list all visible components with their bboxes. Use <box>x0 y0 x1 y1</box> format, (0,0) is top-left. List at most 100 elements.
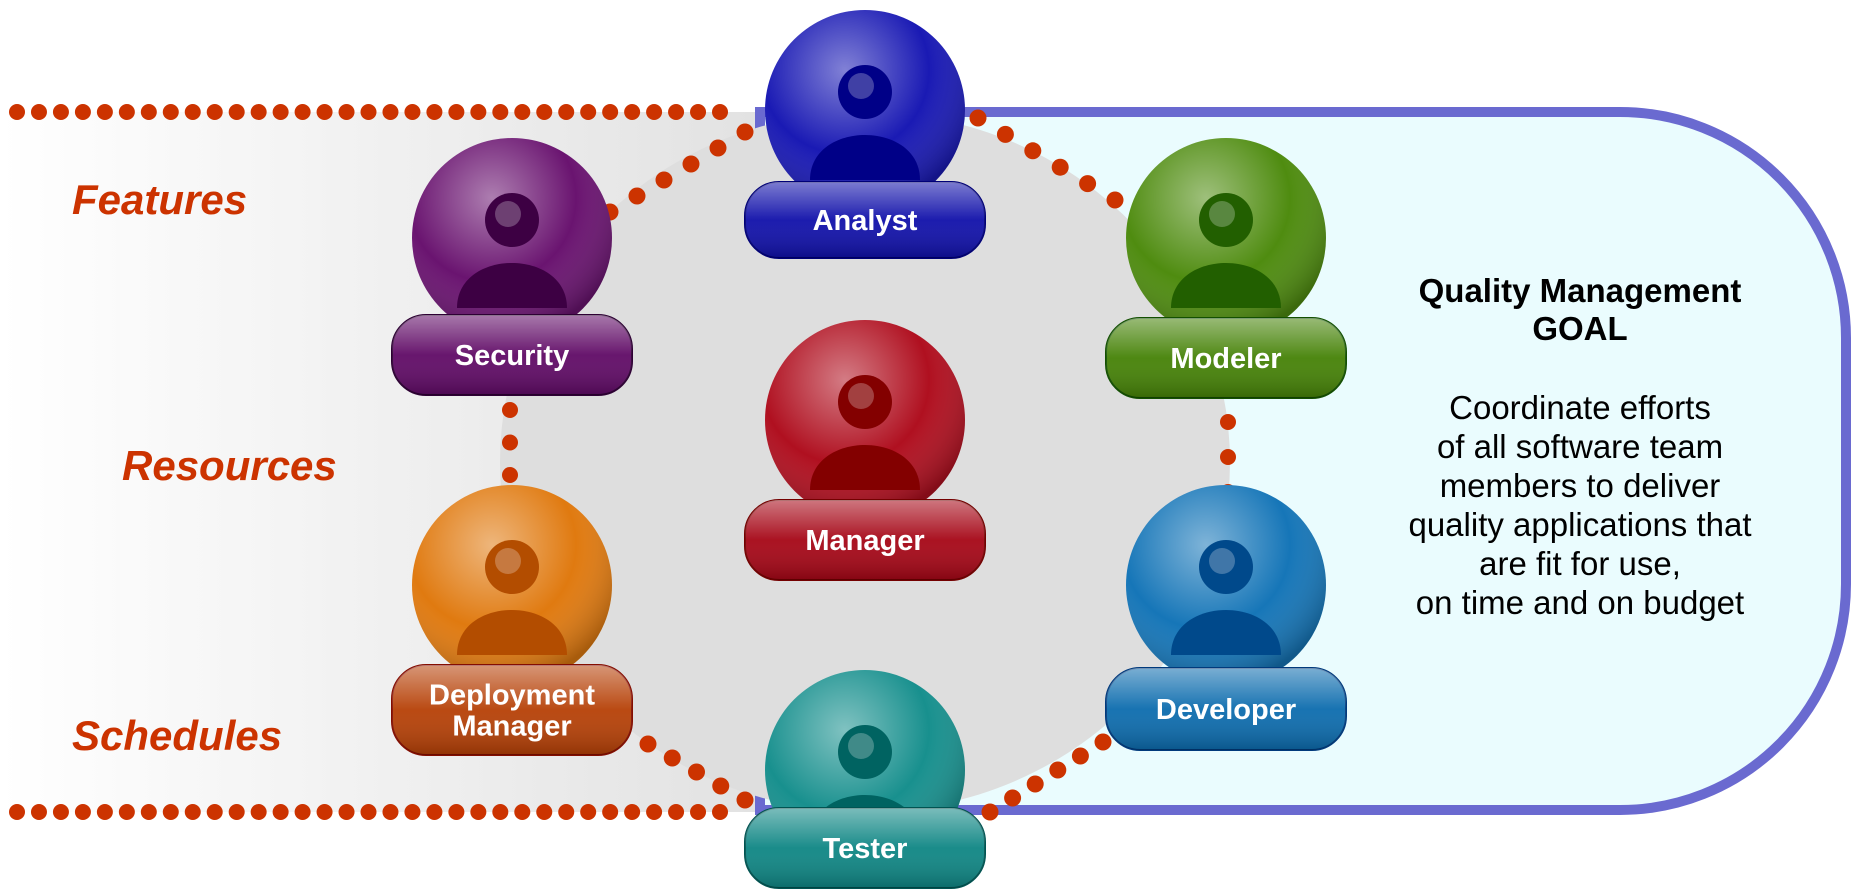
connector-dot <box>981 803 999 821</box>
schedules-label: Schedules <box>72 712 283 759</box>
connector-dot <box>492 104 509 120</box>
connector-dot <box>404 104 421 120</box>
role-label-analyst: Analyst <box>813 205 918 237</box>
connector-dot <box>688 763 705 781</box>
resources-label: Resources <box>122 442 337 489</box>
connector-dot <box>184 804 201 820</box>
role-security: Security <box>391 138 633 396</box>
person-head-icon <box>485 193 539 247</box>
connector-dot <box>668 804 685 820</box>
person-head-icon <box>1199 193 1253 247</box>
connector-dot <box>448 804 465 820</box>
connector-dot <box>338 104 355 120</box>
goal-title-line2: GOAL <box>1532 310 1628 347</box>
role-manager: Manager <box>744 320 986 581</box>
connector-dot <box>74 804 91 820</box>
role-developer: Developer <box>1105 485 1347 751</box>
connector-dot <box>624 804 641 820</box>
connector-dot <box>690 804 707 820</box>
connector-dot <box>690 104 707 120</box>
role-label-manager: Manager <box>805 525 924 557</box>
connector-dot <box>502 434 518 451</box>
connector-dot <box>536 804 553 820</box>
role-label-developer: Developer <box>1156 694 1296 726</box>
person-icon <box>457 263 567 308</box>
person-head-icon <box>838 725 892 779</box>
connector-dot <box>228 804 245 820</box>
connector-dot <box>206 804 223 820</box>
connector-dot <box>1051 158 1069 176</box>
role-label-deployment-manager: Manager <box>452 711 571 743</box>
goal-description: Coordinate efforts of all software team … <box>1325 388 1835 622</box>
person-head-icon <box>485 540 539 594</box>
person-head-icon <box>838 65 892 119</box>
connector-dot <box>118 804 135 820</box>
connector-dot <box>736 791 754 809</box>
connector-dot <box>536 104 553 120</box>
connector-dot <box>184 104 201 120</box>
connector-dot <box>294 104 311 120</box>
person-head-highlight <box>495 201 521 227</box>
connector-dot <box>316 804 333 820</box>
features-label: Features <box>72 176 248 223</box>
connector-dot <box>514 104 531 120</box>
role-label-security: Security <box>455 340 569 372</box>
connector-dot <box>655 171 673 189</box>
goal-text-line: on time and on budget <box>1415 584 1745 621</box>
connector-dot <box>294 804 311 820</box>
connector-dot <box>1024 142 1042 160</box>
connector-dot <box>628 187 646 205</box>
connector-dot <box>580 804 597 820</box>
connector-dot <box>668 104 685 120</box>
connector-dot <box>382 804 399 820</box>
connector-dot <box>470 104 487 120</box>
connector-dot <box>96 804 113 820</box>
connector-dot <box>646 804 663 820</box>
goal-text-line: of all software team <box>1436 428 1724 465</box>
goal-title: Quality Management GOAL <box>1345 272 1815 348</box>
connector-dot <box>1079 175 1097 193</box>
role-pill-gloss <box>392 665 632 755</box>
connector-dot <box>316 104 333 120</box>
connector-dot <box>663 749 681 767</box>
connector-dot <box>1049 761 1067 779</box>
connector-dot <box>426 804 443 820</box>
connector-dot <box>140 104 157 120</box>
person-head-icon <box>1199 540 1253 594</box>
role-modeler: Modeler <box>1105 138 1347 399</box>
connector-dot <box>682 155 700 173</box>
person-head-highlight <box>848 383 874 409</box>
role-tester: Tester <box>744 670 986 889</box>
connector-dot <box>492 804 509 820</box>
connector-dot <box>712 804 728 820</box>
connector-dot <box>52 804 69 820</box>
connector-dot <box>250 104 267 120</box>
connector-dot <box>639 735 657 753</box>
connector-dot <box>712 777 730 795</box>
role-pill-gloss <box>745 808 985 888</box>
connector-dot <box>1026 775 1044 793</box>
connector-dot <box>338 804 355 820</box>
connector-dot <box>470 804 487 820</box>
person-icon <box>457 610 567 655</box>
dotted-connectors <box>9 104 1236 821</box>
connector-dot <box>712 104 728 120</box>
connector-dot <box>272 804 289 820</box>
connector-dot <box>426 104 443 120</box>
connector-dot <box>448 104 465 120</box>
connector-dot <box>1094 733 1112 751</box>
connector-dot <box>646 104 663 120</box>
connector-dot <box>162 104 179 120</box>
connector-dot <box>969 109 987 127</box>
connector-dot <box>502 467 518 483</box>
person-icon <box>810 445 920 490</box>
connector-dot <box>74 104 91 120</box>
connector-dot <box>162 804 179 820</box>
connector-dot <box>96 104 113 120</box>
person-head-highlight <box>1209 201 1235 227</box>
connector-dot <box>1071 747 1089 765</box>
